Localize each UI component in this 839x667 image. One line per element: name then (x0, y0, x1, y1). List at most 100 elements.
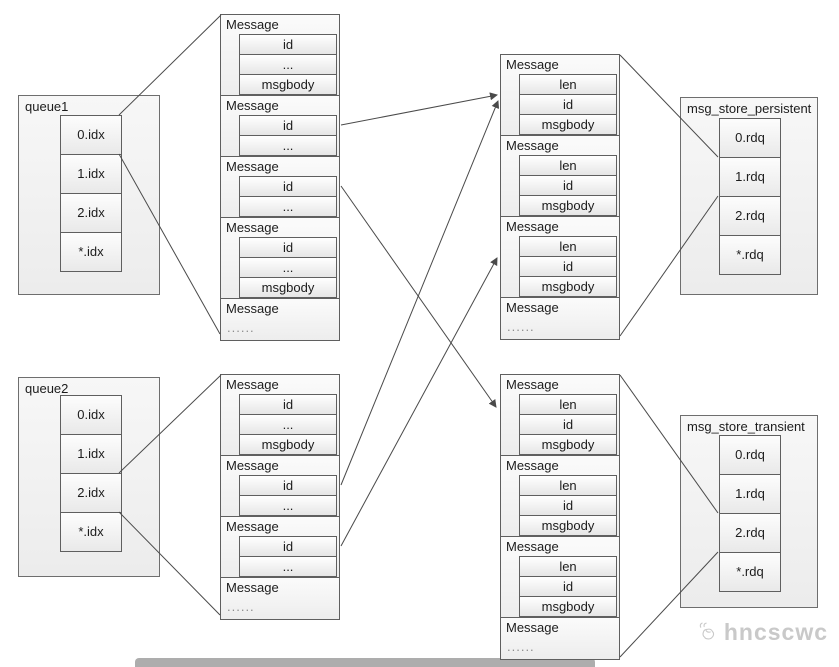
message-label: Message (506, 458, 559, 473)
ellipsis-row: ...... (227, 320, 255, 335)
megaphone-icon (699, 622, 715, 640)
field-msgbody: msgbody (519, 195, 617, 216)
field-ellipsis: ... (239, 495, 337, 516)
message-block: Message id ... msgbody (221, 375, 339, 456)
queue2-idx-files: 0.idx 1.idx 2.idx *.idx (60, 395, 122, 552)
field-msgbody: msgbody (519, 114, 617, 135)
idx-file-cell: 1.idx (60, 154, 122, 194)
field-id: id (519, 94, 617, 115)
field-msgbody: msgbody (239, 74, 337, 95)
field-msgbody: msgbody (519, 515, 617, 536)
queue1-idx-files: 0.idx 1.idx 2.idx *.idx (60, 115, 122, 272)
field-id: id (239, 394, 337, 415)
ellipsis-row: ...... (227, 599, 255, 614)
field-id: id (239, 34, 337, 55)
message-label: Message (226, 17, 279, 32)
field-id: id (239, 475, 337, 496)
watermark-text: hncscwc (723, 618, 828, 645)
field-len: len (519, 155, 617, 176)
field-id: id (239, 237, 337, 258)
message-label: Message (226, 580, 279, 595)
message-label: Message (506, 539, 559, 554)
idx-file-cell: 0.idx (60, 395, 122, 435)
message-label: Message (226, 220, 279, 235)
message-label: Message (226, 458, 279, 473)
field-ellipsis: ... (239, 556, 337, 577)
field-len: len (519, 236, 617, 257)
field-len: len (519, 394, 617, 415)
message-stack-queue1: Message id ... msgbody Message id ... Me… (220, 14, 340, 341)
field-id: id (519, 256, 617, 277)
ellipsis-row: ...... (507, 319, 535, 334)
message-label: Message (506, 620, 559, 635)
field-id: id (519, 576, 617, 597)
queue2-title: queue2 (25, 381, 69, 396)
arrow-q2msg-to-persistent-2 (340, 257, 498, 547)
msg-store-transient-box: msg_store_transient 0.rdq 1.rdq 2.rdq *.… (680, 415, 818, 608)
field-ellipsis: ... (239, 135, 337, 156)
message-block-ellipsis: Message ...... (221, 299, 339, 340)
field-ellipsis: ... (239, 196, 337, 217)
rdq-file-cell: *.rdq (719, 235, 781, 275)
queue1-box: queue1 0.idx 1.idx 2.idx *.idx (18, 95, 160, 295)
field-id: id (239, 115, 337, 136)
message-label: Message (226, 377, 279, 392)
message-block: Message len id msgbody (501, 136, 619, 217)
field-id: id (239, 536, 337, 557)
field-msgbody: msgbody (519, 276, 617, 297)
queue2-box: queue2 0.idx 1.idx 2.idx *.idx (18, 377, 160, 577)
message-block: Message id ... msgbody (221, 15, 339, 96)
message-label: Message (506, 138, 559, 153)
idx-file-cell: 0.idx (60, 115, 122, 155)
message-block-ellipsis: Message ...... (501, 618, 619, 659)
message-label: Message (506, 377, 559, 392)
message-block-ellipsis: Message ...... (501, 298, 619, 339)
message-label: Message (506, 57, 559, 72)
message-stack-persistent: Message len id msgbody Message len id ms… (500, 54, 620, 340)
message-label: Message (226, 519, 279, 534)
idx-file-cell: *.idx (60, 232, 122, 272)
message-label: Message (226, 159, 279, 174)
arrow-q1msg-to-transient-1 (340, 185, 497, 408)
idx-file-cell: 2.idx (60, 473, 122, 513)
message-block: Message len id msgbody (501, 375, 619, 456)
message-block: Message len id msgbody (501, 217, 619, 298)
field-len: len (519, 74, 617, 95)
idx-file-cell: *.idx (60, 512, 122, 552)
message-block: Message len id msgbody (501, 456, 619, 537)
field-ellipsis: ... (239, 257, 337, 278)
field-msgbody: msgbody (239, 277, 337, 298)
message-block: Message id ... (221, 517, 339, 578)
message-block: Message id ... (221, 96, 339, 157)
message-label: Message (506, 300, 559, 315)
message-block: Message id ... msgbody (221, 218, 339, 299)
field-id: id (239, 176, 337, 197)
persistent-rdq-files: 0.rdq 1.rdq 2.rdq *.rdq (719, 118, 781, 275)
rdq-file-cell: 2.rdq (719, 513, 781, 553)
message-block: Message len id msgbody (501, 537, 619, 618)
rdq-file-cell: 0.rdq (719, 118, 781, 158)
msg-store-persistent-box: msg_store_persistent 0.rdq 1.rdq 2.rdq *… (680, 97, 818, 295)
field-msgbody: msgbody (519, 434, 617, 455)
message-stack-transient: Message len id msgbody Message len id ms… (500, 374, 620, 660)
transient-rdq-files: 0.rdq 1.rdq 2.rdq *.rdq (719, 435, 781, 592)
field-msgbody: msgbody (519, 596, 617, 617)
field-id: id (519, 414, 617, 435)
message-block: Message id ... (221, 157, 339, 218)
msg-store-transient-title: msg_store_transient (687, 419, 805, 434)
idx-file-cell: 1.idx (60, 434, 122, 474)
rdq-file-cell: 1.rdq (719, 474, 781, 514)
msg-store-persistent-title: msg_store_persistent (687, 101, 812, 116)
message-block-ellipsis: Message ...... (221, 578, 339, 619)
message-label: Message (226, 98, 279, 113)
message-block: Message len id msgbody (501, 55, 619, 136)
rdq-file-cell: 0.rdq (719, 435, 781, 475)
field-id: id (519, 175, 617, 196)
queue1-title: queue1 (25, 99, 69, 114)
idx-file-cell: 2.idx (60, 193, 122, 233)
ellipsis-row: ...... (507, 639, 535, 654)
rdq-file-cell: *.rdq (719, 552, 781, 592)
message-label: Message (226, 301, 279, 316)
rdq-file-cell: 2.rdq (719, 196, 781, 236)
rdq-file-cell: 1.rdq (719, 157, 781, 197)
